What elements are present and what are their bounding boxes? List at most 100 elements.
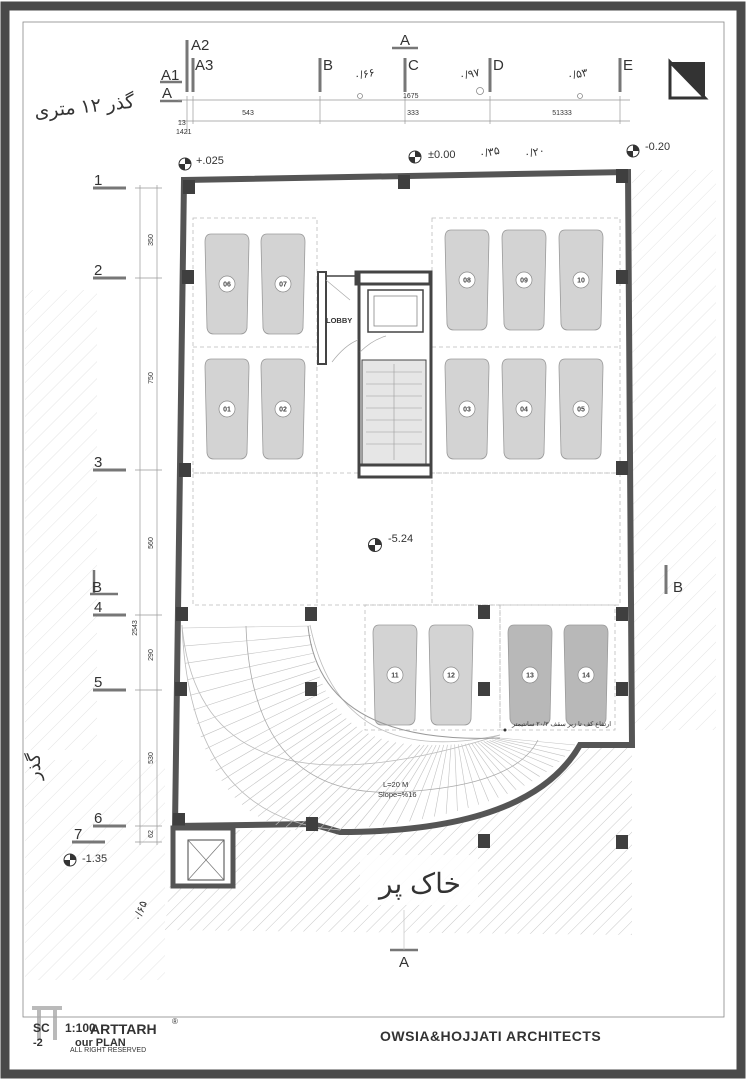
section-label-a-bottom: A: [399, 954, 409, 971]
structural-column: [175, 682, 187, 696]
ramp-tread: [354, 744, 425, 829]
ramp-length: L=20 M: [383, 780, 408, 789]
ramp-tread: [316, 743, 404, 832]
left-grid-axes: [72, 186, 126, 844]
structural-column: [305, 607, 317, 621]
dim-530: 530: [148, 752, 155, 764]
note-097: ۰/۹۷: [458, 67, 481, 83]
grid-label-c: C: [408, 57, 419, 74]
ramp-tread: [295, 740, 389, 831]
structural-column: [478, 605, 490, 619]
top-dimension-line: [178, 96, 630, 134]
ramp-tread: [396, 744, 437, 824]
ramp-tread: [492, 739, 560, 762]
note-053: ۰/۵۳: [566, 67, 589, 83]
ramp-tread: [185, 644, 313, 664]
note-066: ۰/۶۶: [353, 67, 376, 83]
plan-prefix: -2: [33, 1037, 43, 1049]
space-number: 06: [223, 282, 231, 289]
space-number-badge: [442, 666, 460, 684]
ramp-tread: [193, 669, 318, 711]
ramp-tread: [483, 741, 540, 777]
curved-ramp: [181, 624, 501, 831]
scale-prefix: SC: [33, 1021, 50, 1035]
stair-core: [317, 270, 433, 479]
ramp-tread: [305, 742, 397, 832]
dim-62: 62: [148, 830, 155, 838]
ramp-slope: Slope=%16: [378, 790, 417, 799]
ramp-tread: [464, 743, 490, 802]
street-note-left: گذر: [23, 753, 45, 781]
space-number-badge: [572, 271, 590, 289]
grid-row-4: 4: [94, 599, 102, 616]
ramp-tread: [477, 742, 525, 786]
section-label-a-left: A: [162, 85, 172, 102]
ramp-tread: [461, 743, 480, 805]
structural-column: [478, 682, 490, 696]
ramp-tread: [434, 744, 448, 817]
fill-label: خاک پر: [377, 868, 461, 900]
dim-13: 13: [178, 120, 186, 127]
plan-name: our PLAN: [75, 1037, 126, 1049]
structural-column: [398, 175, 410, 189]
lobby-label: LOBBY: [326, 316, 352, 325]
section-label-b-left: B: [92, 579, 102, 596]
structural-column: [616, 835, 628, 849]
section-label-a-top: A: [400, 32, 410, 49]
ramp-tread: [421, 744, 445, 820]
level-center: -5.24: [388, 533, 413, 545]
ramp-tread: [196, 676, 320, 725]
parking-space: 09: [501, 229, 547, 331]
ramp-tread: [497, 738, 571, 752]
note-035: ۰/۳۵: [478, 145, 501, 161]
soil-fill-hatch: [165, 740, 632, 935]
dim-560: 560: [148, 537, 155, 549]
dim-1421: 1421: [176, 129, 192, 136]
scale-value: 1:100: [65, 1021, 96, 1035]
space-number-badge: [274, 400, 292, 418]
watermark-name: ARTTARH: [90, 1021, 157, 1037]
space-number-badge: [458, 400, 476, 418]
grid-row-3: 3: [94, 454, 102, 471]
ramp-tread: [471, 742, 508, 794]
parking-space: 10: [558, 229, 604, 331]
space-number-badge: [572, 400, 590, 418]
parking-space: 14: [563, 624, 609, 726]
space-number: 10: [577, 278, 585, 285]
parking-space: 08: [444, 229, 490, 331]
space-number: 09: [520, 278, 528, 285]
ramp-tread: [189, 661, 316, 696]
grid-label-a1: A1: [161, 67, 179, 84]
ramp-height-note: ارتفاع کف تا زیر سقف ۲۰/۲ سانتیمتر: [511, 720, 611, 728]
ramp-tread: [339, 744, 421, 831]
space-number-badge: [218, 275, 236, 293]
ramp-tread: [205, 690, 326, 750]
level-top-center: ±0.00: [428, 149, 455, 161]
parking-space: 11: [372, 624, 418, 726]
grid-label-b: B: [323, 57, 333, 74]
dim-543: 543: [242, 110, 254, 117]
ramp-tread-lines: [181, 625, 576, 832]
parking-space: 13: [507, 624, 553, 726]
watermark-reg: ®: [172, 1017, 178, 1026]
grid-row-1: 1: [94, 172, 102, 189]
ramp-tread: [474, 742, 517, 790]
level-bottom-left: -1.35: [82, 853, 107, 865]
space-number: 03: [463, 407, 471, 414]
level-top-right: -0.20: [645, 141, 670, 153]
space-number: 08: [463, 278, 471, 285]
neighbour-left-hatch: [25, 290, 97, 750]
ramp-tread: [368, 744, 429, 828]
space-number-badge: [515, 271, 533, 289]
structural-column: [176, 607, 188, 621]
ramp-tread: [480, 741, 533, 782]
top-grid-axes: [185, 40, 622, 92]
level-top-left: +.025: [196, 155, 224, 167]
dim-1675: 1675: [403, 93, 419, 100]
ramp-tread: [382, 744, 433, 826]
level-marker-top-right: [626, 144, 640, 158]
structural-column: [306, 817, 318, 831]
dim-750: 750: [148, 372, 155, 384]
